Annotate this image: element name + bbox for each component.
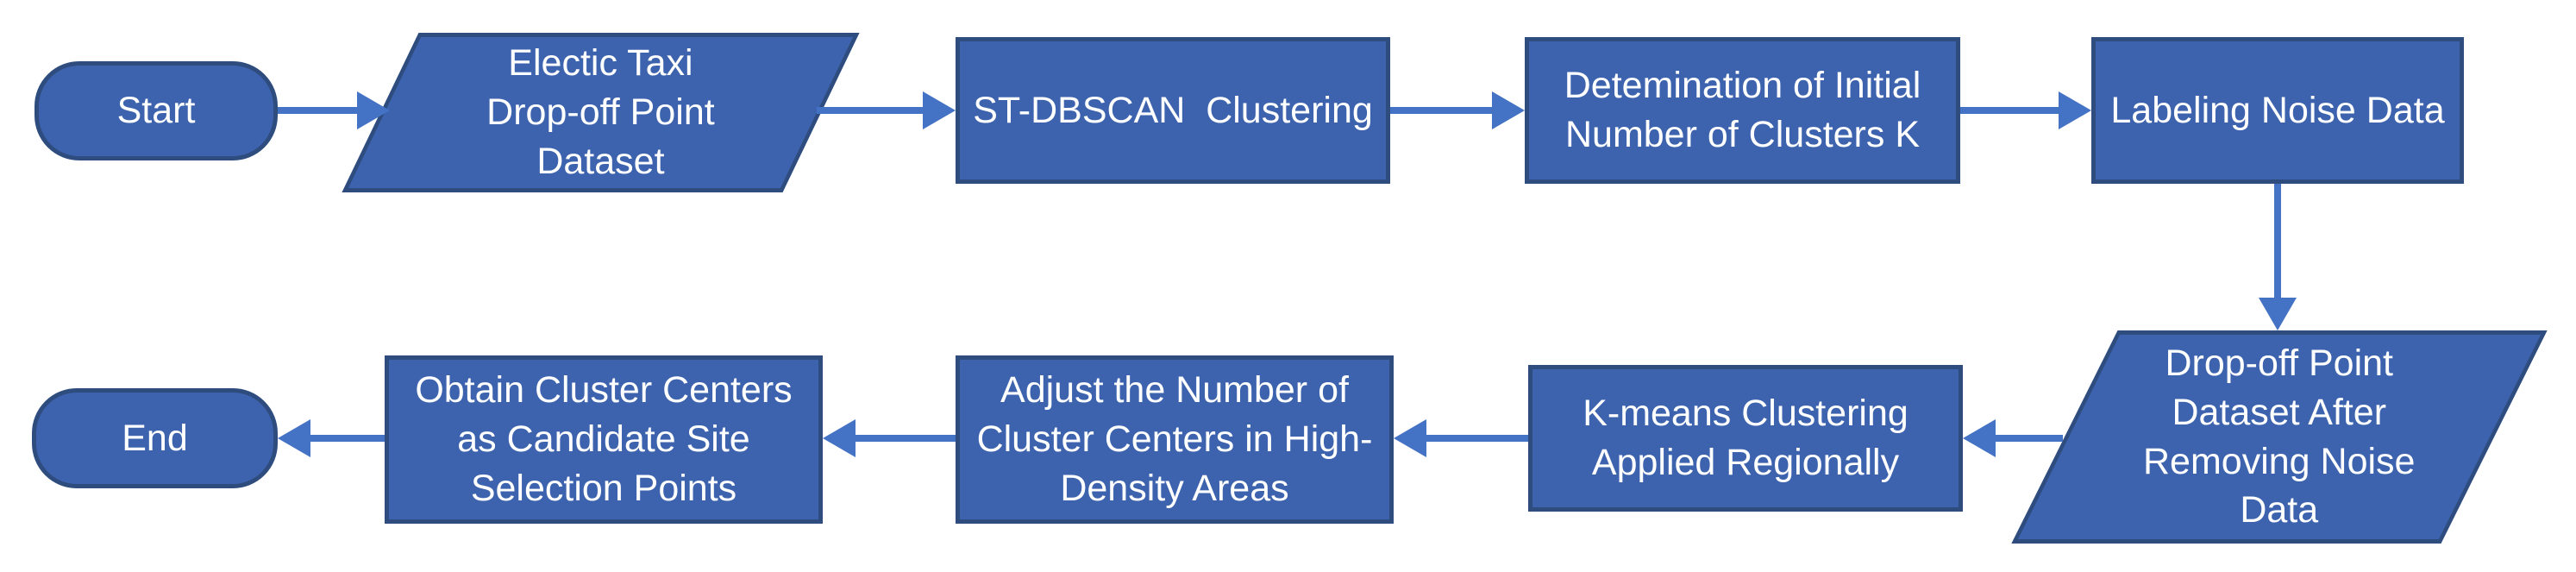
arrow-kmeans-to-adjust xyxy=(1425,435,1528,442)
arrow-stdbscan-to-determine-k xyxy=(1390,107,1494,114)
node-adjust-centers: Adjust the Number of Cluster Centers in … xyxy=(956,355,1394,524)
node-kmeans: K-means Clustering Applied Regionally xyxy=(1528,365,1963,512)
node-clean-dataset: Drop-off Point Dataset After Removing No… xyxy=(2011,330,2548,544)
arrow-adjust-to-obtain xyxy=(854,435,956,442)
node-start-label: Start xyxy=(116,90,196,132)
node-st-dbscan: ST-DBSCAN Clustering xyxy=(956,37,1390,184)
arrowhead-right-icon xyxy=(1492,91,1525,129)
arrowhead-left-icon xyxy=(1963,419,1996,457)
arrowhead-left-icon xyxy=(278,419,310,457)
arrowhead-left-icon xyxy=(823,419,856,457)
node-label-noise: Labeling Noise Data xyxy=(2091,37,2464,184)
node-end: End xyxy=(32,388,278,488)
arrowhead-right-icon xyxy=(923,91,956,129)
node-clean-dataset-label: Drop-off Point Dataset After Removing No… xyxy=(2143,343,2416,531)
node-start: Start xyxy=(34,61,278,160)
node-kmeans-label: K-means Clustering Applied Regionally xyxy=(1583,393,1908,483)
arrowhead-right-icon xyxy=(357,91,390,129)
node-end-label: End xyxy=(122,417,188,459)
node-adjust-centers-label: Adjust the Number of Cluster Centers in … xyxy=(976,369,1373,509)
node-determine-k: Detemination of Initial Number of Cluste… xyxy=(1525,37,1960,184)
arrow-obtain-to-end xyxy=(309,435,385,442)
arrow-label-noise-to-clean-dataset xyxy=(2274,184,2281,299)
node-label-noise-label: Labeling Noise Data xyxy=(2110,89,2445,131)
node-obtain-centers-label: Obtain Cluster Centers as Candidate Site… xyxy=(415,369,793,509)
arrow-dataset-to-stdbscan xyxy=(817,107,924,114)
arrowhead-right-icon xyxy=(2059,91,2091,129)
node-taxi-dataset: Electic Taxi Drop-off Point Dataset xyxy=(342,33,860,192)
node-st-dbscan-label: ST-DBSCAN Clustering xyxy=(973,89,1373,131)
arrowhead-down-icon xyxy=(2259,298,2297,330)
node-determine-k-label: Detemination of Initial Number of Cluste… xyxy=(1564,65,1921,155)
node-obtain-centers: Obtain Cluster Centers as Candidate Site… xyxy=(385,355,823,524)
arrowhead-left-icon xyxy=(1394,419,1426,457)
arrow-determine-k-to-label-noise xyxy=(1960,107,2060,114)
node-taxi-dataset-label: Electic Taxi Drop-off Point Dataset xyxy=(486,42,715,182)
arrow-clean-dataset-to-kmeans xyxy=(1994,435,2063,442)
arrow-start-to-dataset xyxy=(278,107,359,114)
